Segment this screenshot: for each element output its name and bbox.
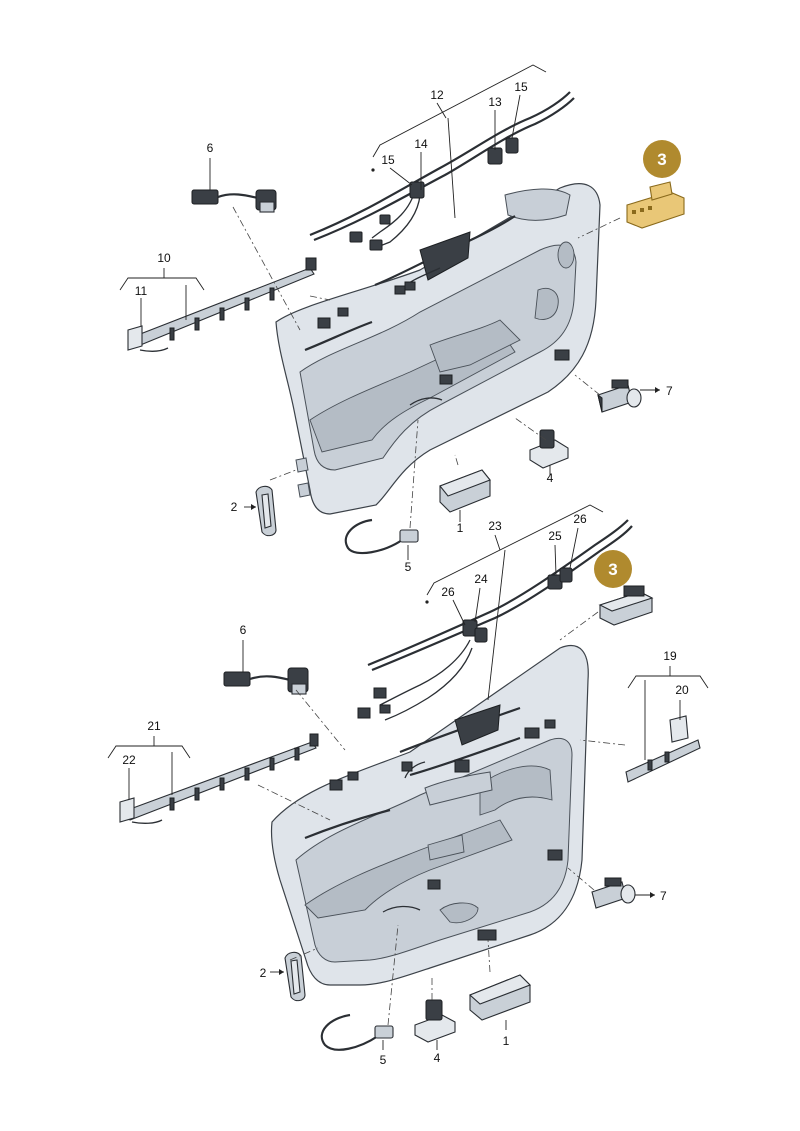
lower-clip-row [169,747,300,811]
label-lower-26-right: 26 [573,512,587,526]
lower-item-6-plug-harness [223,667,309,695]
label-upper-10: 10 [157,251,171,265]
label-lower-4: 4 [434,1051,441,1065]
label-lower-25: 25 [548,529,562,543]
lower-wiring-harness [304,519,633,941]
lower-part-labels: 6 21 22 23 24 25 26 26 19 20 7 2 4 1 5 [122,512,689,1067]
label-upper-15-right: 15 [514,80,528,94]
lower-item-4-switch-block [414,999,456,1043]
label-upper-14: 14 [414,137,428,151]
upper-item-3-switch-highlighted [626,181,685,229]
label-upper-15-left: 15 [381,153,395,167]
label-lower-26-left: 26 [441,585,455,599]
label-upper-7: 7 [666,384,673,398]
label-lower-20: 20 [675,683,689,697]
upper-item-2-handle-cover [255,485,277,537]
label-lower-7: 7 [660,889,667,903]
label-lower-21: 21 [147,719,161,733]
lower-item-19-strip [625,715,701,783]
upper-part-labels: 6 10 11 12 13 14 15 15 7 4 1 2 5 [135,80,673,574]
upper-item-10-trim-strip [127,257,317,352]
label-upper-5: 5 [405,560,412,574]
label-lower-2: 2 [260,966,267,980]
lower-item-7-sensor [591,877,636,909]
upper-wiring-harness [304,91,575,406]
lower-callout-3-badge: 3 [594,550,632,588]
lower-item-1-control-unit [468,974,531,1021]
lower-item-21-trim-strip [119,733,319,824]
label-upper-12: 12 [430,88,444,102]
label-upper-6: 6 [207,141,214,155]
upper-clip-row [169,287,275,341]
lower-door-trim-panel [270,644,589,986]
lower-item-5-cable [320,1013,394,1051]
upper-callout-3-text: 3 [657,150,666,169]
upper-item-5-cable [344,518,419,555]
lower-item-2-handle-cover [284,951,306,1002]
lower-callout-3-text: 3 [608,560,617,579]
label-lower-24: 24 [474,572,488,586]
label-lower-6: 6 [240,623,247,637]
upper-door-trim-panel [275,183,601,515]
label-lower-1: 1 [503,1034,510,1048]
label-upper-13: 13 [488,95,502,109]
upper-callout-3-badge: 3 [643,140,681,178]
upper-item-4-switch-block [529,429,569,469]
label-upper-2: 2 [231,500,238,514]
arrowheads [251,168,660,975]
lower-item-3-switch [598,585,654,626]
label-lower-22: 22 [122,753,136,767]
upper-item-6-plug-harness [191,189,277,213]
lower-assembly: 3 6 21 22 23 24 25 26 26 19 20 7 2 4 1 5 [107,504,709,1067]
lower-leader-lines [107,504,709,1050]
label-upper-1: 1 [457,521,464,535]
label-upper-4: 4 [547,471,554,485]
label-lower-23: 23 [488,519,502,533]
upper-item-7-sensor [597,379,642,413]
label-upper-11: 11 [135,284,148,298]
upper-assembly: 3 6 10 11 12 13 14 15 15 7 4 1 2 5 [119,64,685,574]
upper-item-1-control-unit [439,469,491,513]
label-lower-19: 19 [663,649,677,663]
label-lower-5: 5 [380,1053,387,1067]
